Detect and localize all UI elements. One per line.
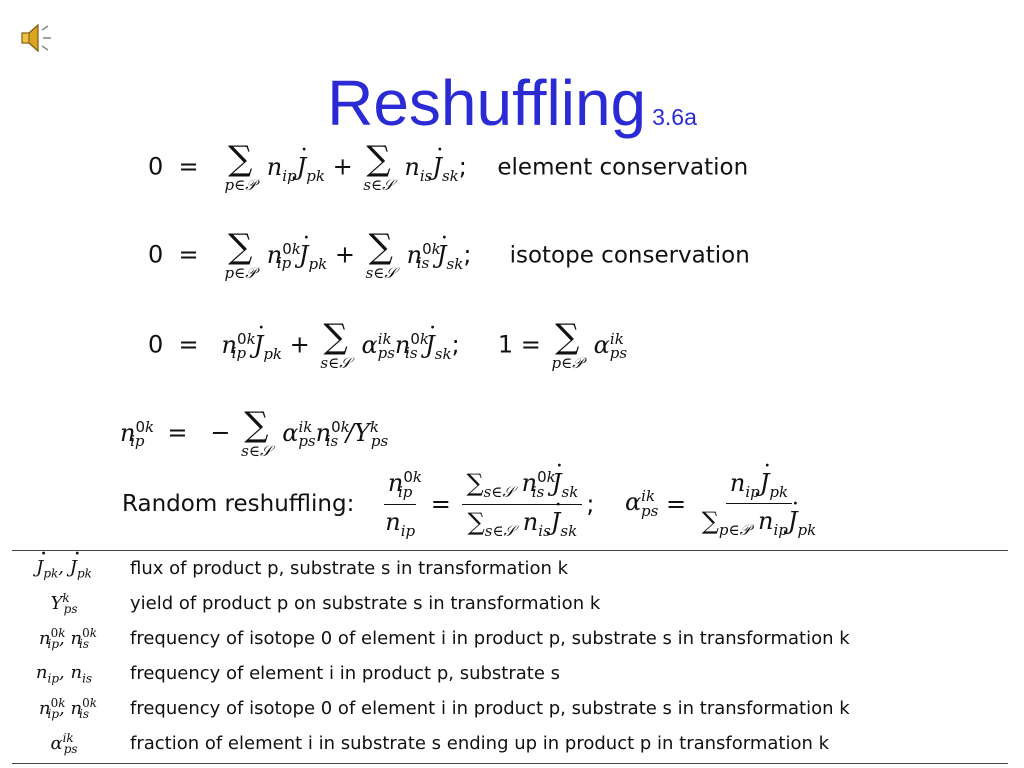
eq1-label: element conservation bbox=[497, 154, 749, 181]
equation-element-conservation: 0 = ∑p∈𝒫 nipJpk + ∑s∈𝒮 nisJsk; element c… bbox=[148, 138, 749, 193]
legend-row: αikps fraction of element i in substrate… bbox=[12, 726, 1008, 761]
legend-symbol: n0kip, n0kis bbox=[38, 625, 97, 652]
legend-row: Jpk, Jpk flux of product p, substrate s … bbox=[12, 542, 1008, 586]
symbol-legend: Jpk, Jpk flux of product p, substrate s … bbox=[12, 542, 1008, 761]
legend-symbol: αikps bbox=[50, 730, 78, 757]
legend-description: flux of product p, substrate s in transf… bbox=[130, 558, 569, 579]
equation-isotope-frequency: n0kip = − ∑s∈𝒮 αikpsn0kis /Ykps bbox=[120, 405, 389, 460]
legend-row: n0kip, n0kis frequency of isotope 0 of e… bbox=[12, 621, 1008, 656]
legend-row: nip, nis frequency of element i in produ… bbox=[12, 656, 1008, 691]
equation-isotope-conservation: 0 = ∑p∈𝒫 n0kip Jpk + ∑s∈𝒮 n0kis Jsk; iso… bbox=[148, 226, 750, 281]
legend-description: frequency of isotope 0 of element i in p… bbox=[130, 698, 850, 719]
section-number: 3.6a bbox=[652, 104, 697, 130]
legend-symbol: n0kip, n0kis bbox=[38, 695, 97, 722]
legend-description: frequency of isotope 0 of element i in p… bbox=[130, 628, 850, 649]
legend-symbol: Ykps bbox=[50, 590, 78, 617]
legend-symbol: Jpk, Jpk bbox=[12, 542, 116, 586]
legend-description: yield of product p on substrate s in tra… bbox=[130, 593, 601, 614]
eq2-label: isotope conservation bbox=[509, 242, 750, 269]
title-text: Reshuffling bbox=[327, 67, 647, 139]
legend-row: Ykps yield of product p on substrate s i… bbox=[12, 586, 1008, 621]
legend-row: n0kip, n0kis frequency of isotope 0 of e… bbox=[12, 691, 1008, 726]
legend-description: fraction of element i in substrate s end… bbox=[130, 733, 830, 754]
legend-top-rule bbox=[12, 550, 1008, 551]
random-reshuffling-label: Random reshuffling: bbox=[122, 490, 355, 517]
legend-description: frequency of element i in product p, sub… bbox=[130, 663, 561, 684]
equation-alpha-split: 0 = n0kip Jpk + ∑s∈𝒮 αikpsn0kis Jsk; 1 =… bbox=[148, 316, 627, 371]
legend-symbol: nip, nis bbox=[35, 661, 93, 686]
speaker-icon[interactable] bbox=[18, 20, 58, 56]
legend-bottom-rule bbox=[12, 763, 1008, 764]
